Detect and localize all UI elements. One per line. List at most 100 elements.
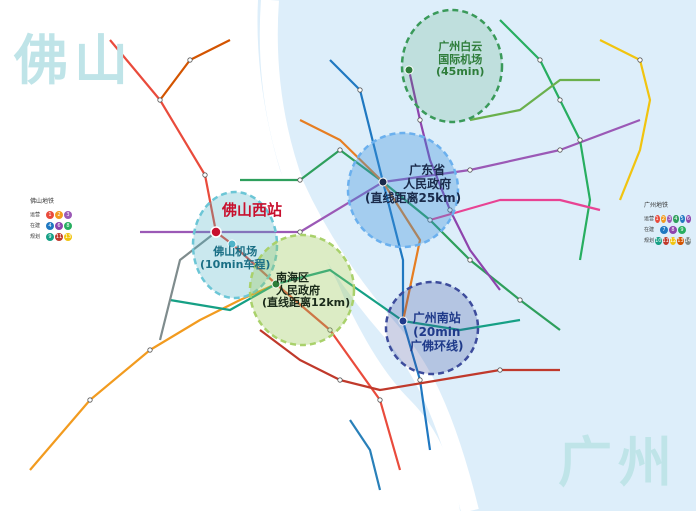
metro-line bbox=[159, 39, 231, 101]
guangzhou-legend-line-badge: 8 bbox=[669, 225, 677, 234]
nanhai-gov-marker bbox=[271, 279, 281, 289]
gz-south-circle bbox=[384, 280, 480, 376]
station-marker bbox=[357, 87, 363, 93]
baiyun-airport-circle bbox=[400, 8, 504, 124]
guangzhou-legend-title: 广州地铁 bbox=[644, 202, 669, 209]
foshan-legend-line-badge: 1 bbox=[46, 210, 54, 219]
foshan-legend-title: 佛山地铁 bbox=[30, 198, 55, 205]
gz-south-name: 广州南站 bbox=[412, 311, 461, 325]
gov-name-1: 广东省 bbox=[409, 163, 446, 177]
provincial-gov-circle bbox=[346, 131, 460, 249]
station-marker bbox=[497, 367, 503, 373]
station-marker bbox=[297, 177, 303, 183]
guangzhou-legend-row-label: 在建 bbox=[644, 227, 655, 233]
station-marker bbox=[467, 167, 473, 173]
station-marker bbox=[427, 217, 433, 223]
provincial-gov-marker bbox=[378, 177, 388, 187]
station-marker bbox=[557, 97, 563, 103]
gz-south-marker bbox=[398, 316, 408, 326]
station-marker bbox=[157, 97, 163, 103]
guangzhou-legend-line-badge: 4 bbox=[673, 214, 679, 223]
guangzhou-legend-line-badge: 10 bbox=[655, 236, 662, 245]
guangzhou-legend-row-label: 规划 bbox=[644, 238, 655, 244]
foshan-legend-line-badge: 8 bbox=[64, 221, 72, 230]
baiyun-name-2: 国际机场 bbox=[438, 52, 483, 66]
foshan-legend-row-label: 运营 bbox=[30, 212, 41, 218]
nanhai-gov-label: 南海区 人民政府 (直线距离12km) bbox=[262, 271, 350, 310]
guangzhou-legend-line-badge: 13 bbox=[677, 236, 684, 245]
guangzhou-legend-line-badge: 6 bbox=[685, 214, 691, 223]
foshan-west-marker bbox=[210, 226, 222, 238]
station-marker bbox=[337, 377, 343, 383]
metro-line bbox=[469, 78, 600, 122]
gov-distance: (直线距离25km) bbox=[365, 190, 462, 205]
gz-south-label: 广州南站 (20min 广佛环线) bbox=[410, 311, 464, 353]
guangzhou-legend-line-badge: 2 bbox=[660, 214, 666, 223]
foshan-airport-name: 佛山机场 bbox=[213, 245, 258, 258]
metro-line bbox=[240, 148, 561, 331]
foshan-west-label: 佛山西站 bbox=[222, 201, 283, 219]
guangzhou-legend-line-badge: 11 bbox=[662, 236, 669, 245]
nanhai-gov-circle bbox=[248, 233, 356, 347]
nanhai-name-1: 南海区 bbox=[276, 271, 309, 284]
station-marker bbox=[327, 327, 333, 333]
station-marker bbox=[577, 137, 583, 143]
station-marker bbox=[202, 172, 208, 178]
station-marker bbox=[417, 377, 423, 383]
metro-line bbox=[407, 69, 501, 291]
gz-south-line: 广佛环线) bbox=[410, 338, 464, 353]
foshan-airport-marker bbox=[227, 239, 237, 249]
station-marker bbox=[187, 57, 193, 63]
baiyun-name-1: 广州白云 bbox=[438, 40, 483, 53]
foshan-legend-line-badge: 13 bbox=[64, 232, 72, 241]
station-marker bbox=[337, 147, 343, 153]
station-marker bbox=[417, 117, 423, 123]
foshan-legend-line-badge: 2 bbox=[55, 210, 63, 219]
stations bbox=[87, 57, 643, 403]
metro-line bbox=[158, 231, 217, 341]
guangzhou-legend-row-label: 运营 bbox=[644, 216, 655, 222]
metro-line bbox=[169, 268, 521, 332]
station-marker bbox=[297, 229, 303, 235]
station-marker bbox=[87, 397, 93, 403]
station-marker bbox=[467, 257, 473, 263]
guangzhou-title: 广州 bbox=[558, 431, 678, 494]
station-marker bbox=[447, 207, 453, 213]
metro-line bbox=[349, 419, 382, 491]
metro-line bbox=[429, 198, 601, 222]
metro-line bbox=[499, 19, 592, 261]
foshan-title: 佛山 bbox=[14, 29, 134, 92]
foshan-legend-line-badge: 6 bbox=[55, 221, 63, 230]
station-marker bbox=[537, 57, 543, 63]
station-marker bbox=[557, 147, 563, 153]
station-marker bbox=[637, 57, 643, 63]
foshan-legend-line-badge: 3 bbox=[64, 210, 72, 219]
river-boundary bbox=[259, 0, 479, 511]
provincial-gov-label: 广东省 人民政府 (直线距离25km) bbox=[365, 163, 462, 205]
guangzhou-legend-line-badge: 5 bbox=[679, 214, 685, 223]
foshan-legend-line-badge: 4 bbox=[46, 221, 54, 230]
guangzhou-region bbox=[257, 0, 696, 511]
station-marker bbox=[517, 297, 523, 303]
foshan-airport-label: 佛山机场 (10min车程) bbox=[200, 245, 271, 271]
foshan-airport-time: (10min车程) bbox=[200, 257, 271, 271]
baiyun-airport-label: 广州白云 国际机场 (45min) bbox=[436, 40, 484, 79]
foshan-legend-row-label: 规划 bbox=[30, 234, 41, 240]
baiyun-marker bbox=[404, 65, 414, 75]
guangzhou-legend-line-badge: 12 bbox=[669, 236, 677, 245]
station-marker bbox=[377, 397, 383, 403]
metro-line bbox=[599, 39, 652, 201]
foshan-legend-line-badge: 11 bbox=[55, 232, 63, 241]
nanhai-name-2: 人民政府 bbox=[276, 283, 320, 297]
gz-south-time: (20min bbox=[413, 324, 461, 339]
